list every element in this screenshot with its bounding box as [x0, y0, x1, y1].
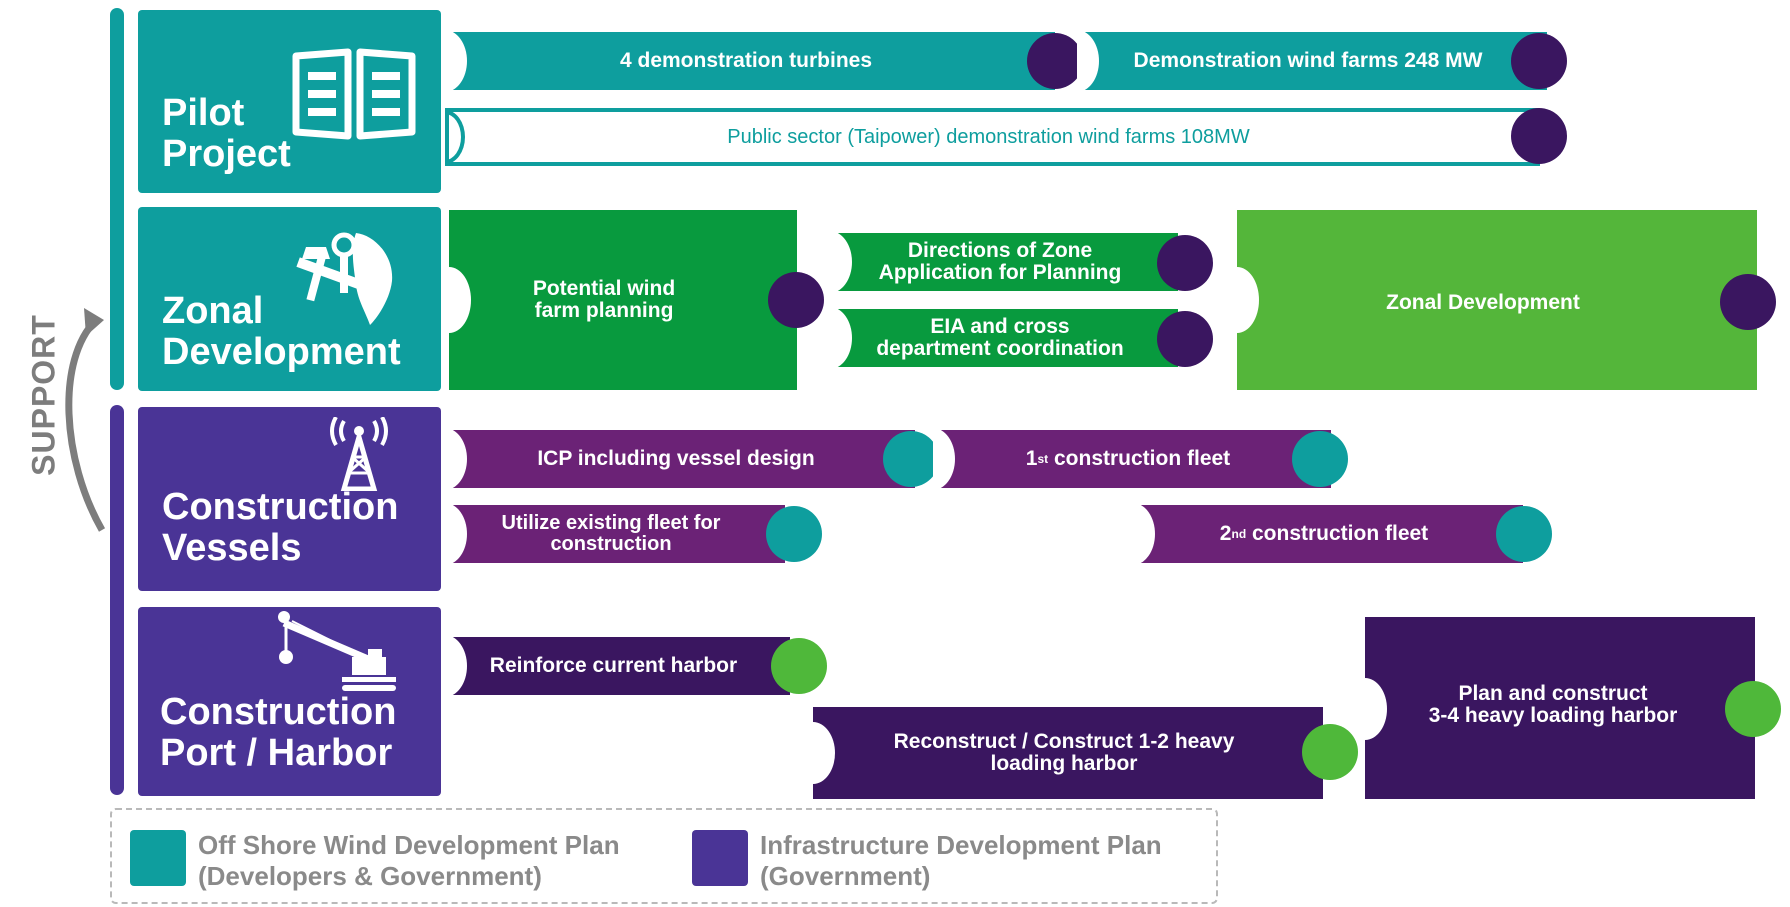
- item-demo-farms: Demonstration wind farms 248 MW: [1077, 32, 1547, 90]
- milestone-dot: [766, 506, 822, 562]
- book-icon: [292, 48, 416, 140]
- category-pilot-project: Pilot Project: [138, 10, 441, 193]
- item-public-sector: Public sector (Taipower) demonstration w…: [445, 108, 1540, 166]
- purple-bracket: [110, 405, 124, 795]
- curved-arrow-icon: [65, 308, 106, 532]
- milestone-dot: [1496, 506, 1552, 562]
- item-utilize-fleet: Utilize existing fleet for construction: [445, 505, 785, 563]
- legend-swatch-teal: [130, 830, 186, 886]
- milestone-dot: [1302, 724, 1358, 780]
- milestone-dot: [1157, 311, 1213, 367]
- milestone-dot: [1511, 33, 1567, 89]
- item-reconstruct-harbor: Reconstruct / Construct 1-2 heavy loadin…: [813, 707, 1323, 799]
- support-label: SUPPORT: [25, 314, 62, 476]
- category-label: Zonal Development: [162, 290, 401, 374]
- category-label: Construction Port / Harbor: [160, 691, 397, 775]
- legend-infrastructure: Infrastructure Development Plan (Governm…: [760, 830, 1162, 892]
- item-icp: ICP including vessel design: [445, 430, 915, 488]
- milestone-dot: [1027, 33, 1083, 89]
- support-indicator: [4, 308, 106, 532]
- legend: Off Shore Wind Development Plan (Develop…: [110, 808, 1218, 904]
- category-label: Pilot Project: [162, 92, 291, 176]
- category-construction-vessels: Construction Vessels: [138, 407, 441, 591]
- milestone-dot: [1511, 108, 1567, 164]
- milestone-dot: [883, 431, 939, 487]
- milestone-dot: [768, 272, 824, 328]
- category-label: Construction Vessels: [162, 486, 399, 570]
- category-construction-port: Construction Port / Harbor: [138, 607, 441, 796]
- milestone-dot: [771, 638, 827, 694]
- teal-bracket: [110, 8, 124, 390]
- crane-icon: [278, 611, 396, 691]
- item-plan-construct-harbor: Plan and construct 3-4 heavy loading har…: [1365, 617, 1755, 799]
- item-demo-turbines: 4 demonstration turbines: [445, 32, 1055, 90]
- legend-offshore: Off Shore Wind Development Plan (Develop…: [198, 830, 620, 892]
- category-zonal-development: Zonal Development: [138, 207, 441, 391]
- item-zonal-development: Zonal Development: [1237, 210, 1757, 390]
- milestone-dot: [1157, 235, 1213, 291]
- milestone-dot: [1720, 274, 1776, 330]
- item-reinforce-harbor: Reinforce current harbor: [445, 637, 790, 695]
- milestone-dot: [1292, 431, 1348, 487]
- signal-tower-icon: [330, 417, 388, 491]
- item-eia: EIA and cross department coordination: [830, 309, 1178, 367]
- milestone-dot: [1725, 681, 1781, 737]
- legend-swatch-purple: [692, 830, 748, 886]
- item-zone-directions: Directions of Zone Application for Plann…: [830, 233, 1178, 291]
- tools-taiwan-icon: [296, 232, 393, 325]
- item-potential-planning: Potential wind farm planning: [449, 210, 797, 390]
